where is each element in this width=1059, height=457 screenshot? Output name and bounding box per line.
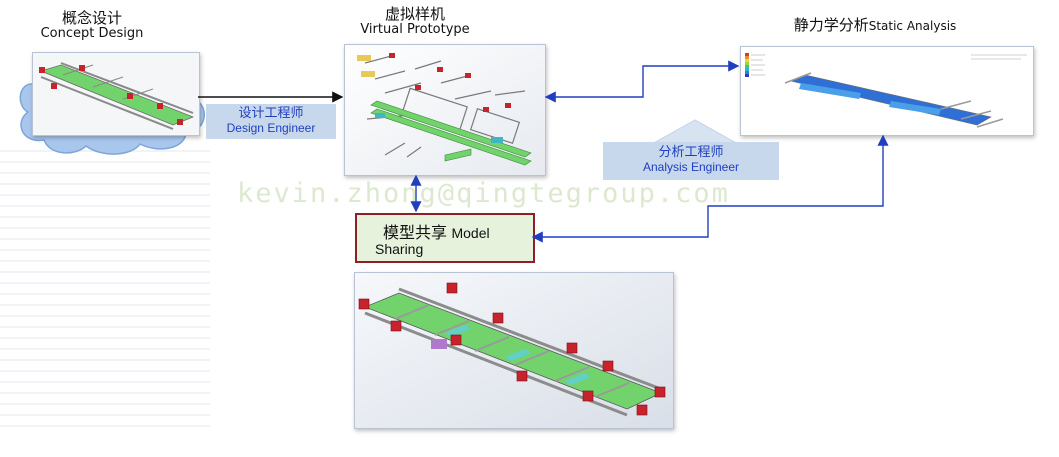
model-sharing-box: 模型共享 Model Sharing xyxy=(355,213,535,263)
model-sharing-en-1: Model xyxy=(451,225,490,241)
virtual-prototype-image xyxy=(344,44,546,176)
background-lines xyxy=(0,150,210,436)
design-engineer-cn: 设计工程师 xyxy=(238,105,304,120)
static-analysis-image xyxy=(740,46,1034,136)
concept-design-image xyxy=(32,52,200,136)
concept-design-title-en: Concept Design xyxy=(40,26,144,42)
arrow-static-model xyxy=(531,134,889,243)
static-analysis-title-en: Static Analysis xyxy=(868,19,957,33)
virtual-prototype-title-en: Virtual Prototype xyxy=(360,22,470,38)
design-engineer-label: 设计工程师 Design Engineer xyxy=(206,104,336,139)
virtual-prototype-title: 虚拟样机 Virtual Prototype xyxy=(340,5,490,38)
static-analysis-title-cn: 静力学分析 xyxy=(793,16,869,34)
model-sharing-en-2: Sharing xyxy=(375,241,424,257)
concept-design-title-cn: 概念设计 xyxy=(61,9,122,27)
concept-design-title: 概念设计 Concept Design xyxy=(22,9,162,42)
design-engineer-en: Design Engineer xyxy=(226,120,316,135)
model-sharing-cn: 模型共享 xyxy=(383,225,448,242)
static-analysis-title: 静力学分析Static Analysis xyxy=(760,16,990,34)
virtual-prototype-title-cn: 虚拟样机 xyxy=(384,5,445,23)
shared-model-image xyxy=(354,272,674,429)
arrow-static-virtual xyxy=(544,60,740,103)
